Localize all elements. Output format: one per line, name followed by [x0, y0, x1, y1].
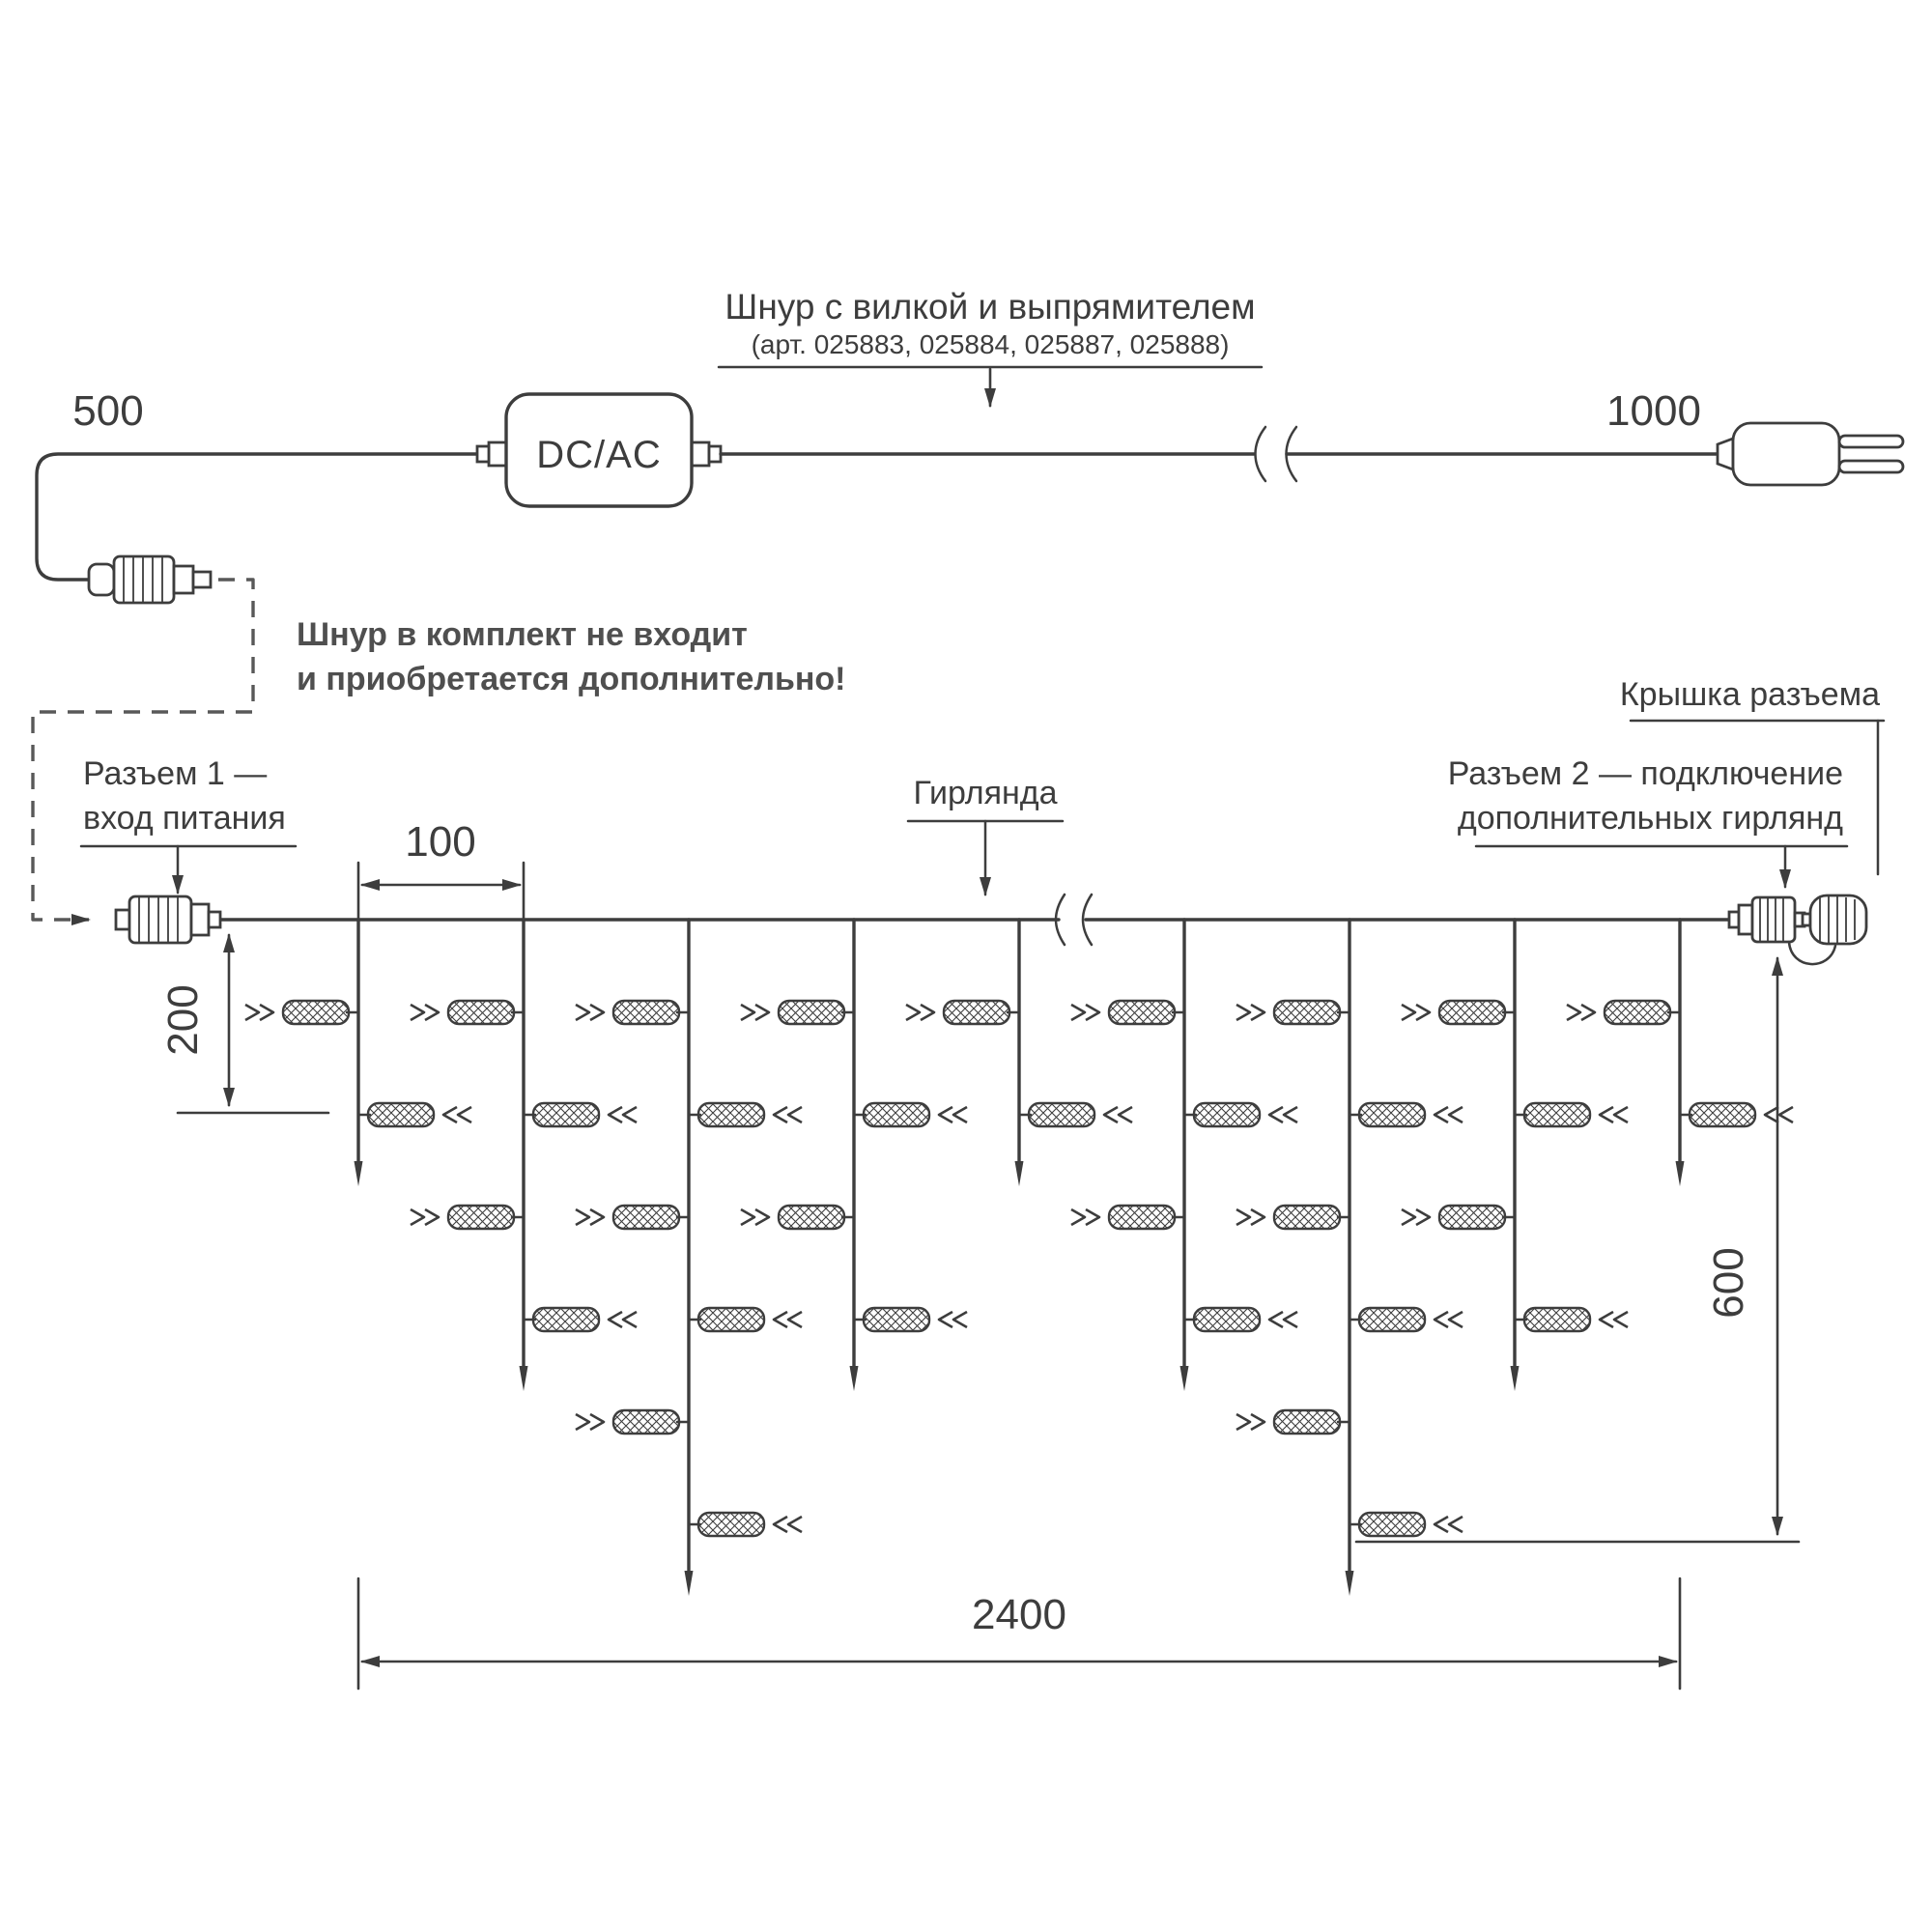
garland-drop [905, 918, 1133, 1186]
dimension-2400-label: 2400 [972, 1591, 1066, 1638]
lamp-icon [1401, 999, 1517, 1026]
lamp-icon [1070, 1204, 1186, 1231]
dimension-2400: 2400 [356, 1577, 1682, 1690]
lamp-icon [852, 1101, 968, 1128]
connector-cap [1787, 894, 1868, 966]
connector-1 [114, 895, 222, 945]
dimensions: 100 200 600 2400 [159, 818, 1801, 1690]
lamp-icon [244, 999, 360, 1026]
lamp-icon [1182, 1306, 1298, 1333]
note-line2: и приобретается дополнительно! [297, 661, 846, 697]
garland-assembly [114, 893, 1868, 1596]
lamp-icon [687, 1511, 803, 1538]
lamp-icon [740, 999, 856, 1026]
lamp-icon [740, 1204, 856, 1231]
lamp-icon [1017, 1101, 1133, 1128]
garland-label: Гирлянда [913, 775, 1057, 811]
garland-drop [410, 918, 638, 1391]
connector2-label-line1: Разъем 2 — подключение [1448, 755, 1843, 792]
callout-labels: Крышка разъема Разъем 1 — вход питания Г… [79, 676, 1886, 896]
cord-note-group: Шнур в комплект не входит и приобретаетс… [31, 578, 846, 925]
lamp-icon [575, 1408, 691, 1435]
garland-break-mark [1054, 893, 1094, 947]
power-cord-assembly: Шнур с вилкой и выпрямителем (арт. 02588… [35, 287, 1905, 605]
connector1-label-line1: Разъем 1 — [83, 755, 267, 792]
lamp-icon [1182, 1101, 1298, 1128]
lamp-icon [1236, 1408, 1351, 1435]
lamp-icon [905, 999, 1021, 1026]
lamp-icon [356, 1101, 472, 1128]
lamp-icon [687, 1101, 803, 1128]
dimension-200-label: 200 [159, 984, 207, 1055]
lamp-icon [1236, 1204, 1351, 1231]
dashed-connection-path [31, 578, 255, 925]
cord-break-mark [1254, 425, 1298, 483]
connector1-label-line2: вход питания [83, 800, 286, 837]
length-1000-label: 1000 [1606, 387, 1701, 435]
connector-2 [1727, 895, 1806, 944]
cord-output-connector [87, 554, 213, 605]
garland-drop [575, 918, 803, 1596]
lamp-icon [410, 1204, 526, 1231]
garland-drop [1070, 918, 1298, 1391]
garland-drop [1566, 918, 1794, 1186]
lamp-icon [1070, 999, 1186, 1026]
dimension-600: 600 [1354, 956, 1801, 1544]
connector2-label-line2: дополнительных гирлянд [1458, 800, 1843, 837]
garland-drop [740, 918, 968, 1391]
cord-subtitle: (арт. 025883, 025884, 025887, 025888) [752, 329, 1230, 359]
dcac-label: DC/AC [536, 434, 661, 476]
lamp-icon [1513, 1306, 1629, 1333]
lamp-icon [852, 1306, 968, 1333]
lamp-icon [410, 999, 526, 1026]
garland-drops [244, 918, 1794, 1596]
note-line1: Шнур в комплект не входит [297, 616, 748, 653]
garland-drop [1236, 918, 1463, 1596]
lamp-icon [522, 1101, 638, 1128]
garland-drop [1401, 918, 1629, 1391]
lamp-icon [687, 1306, 803, 1333]
lamp-icon [522, 1306, 638, 1333]
lamp-icon [1566, 999, 1682, 1026]
cap-leash [1787, 940, 1837, 966]
dcac-converter-box: DC/AC [475, 392, 723, 508]
dimension-100-label: 100 [405, 818, 475, 866]
length-500-label: 500 [72, 387, 143, 435]
garland-drop [244, 918, 472, 1186]
lamp-icon [1236, 999, 1351, 1026]
lamp-icon [1401, 1204, 1517, 1231]
cap-label: Крышка разъема [1620, 676, 1880, 713]
cord-left-wire [35, 452, 479, 582]
dimension-600-label: 600 [1705, 1247, 1752, 1318]
dimension-100: 100 [356, 818, 526, 947]
lamp-icon [575, 1204, 691, 1231]
lamp-icon [1348, 1511, 1463, 1538]
dimension-200: 200 [159, 933, 330, 1115]
power-plug [1716, 421, 1905, 487]
lamp-icon [1678, 1101, 1794, 1128]
lamp-icon [575, 999, 691, 1026]
lamp-icon [1513, 1101, 1629, 1128]
lamp-icon [1348, 1306, 1463, 1333]
cord-title: Шнур с вилкой и выпрямителем [724, 287, 1255, 327]
lamp-icon [1348, 1101, 1463, 1128]
